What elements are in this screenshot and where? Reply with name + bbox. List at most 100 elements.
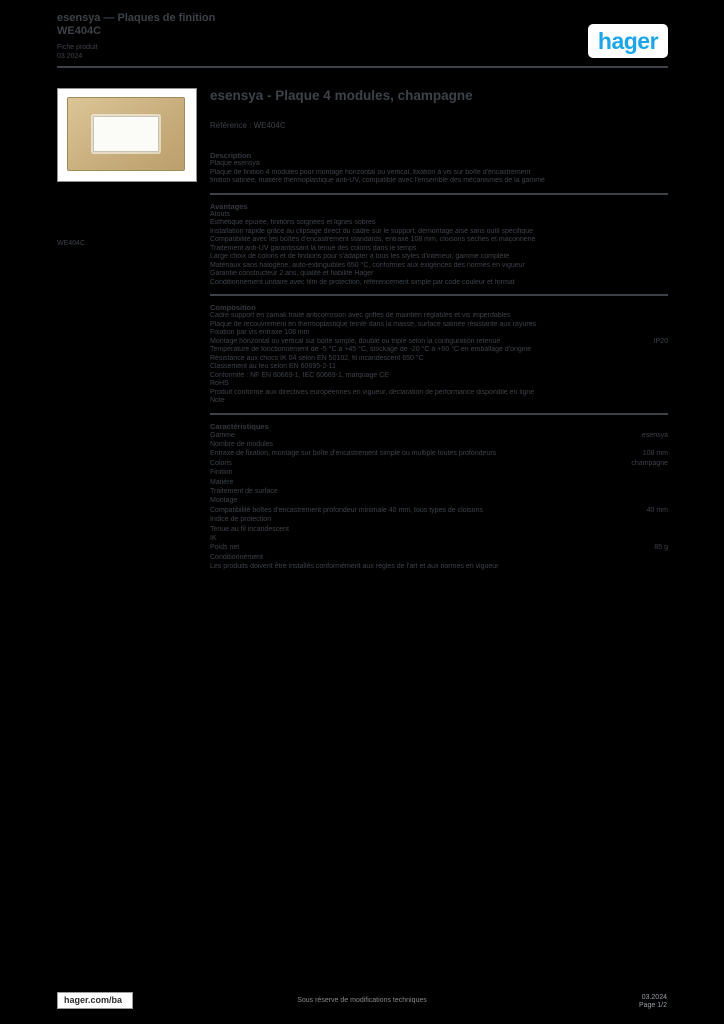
section-heading: Caractéristiques [210, 421, 269, 431]
spec-row: Produit conforme aux directives européen… [210, 389, 668, 398]
spec-text: Les produits doivent être installés conf… [210, 563, 499, 571]
spec-text: Classement au feu selon EN 60695-2-11 [210, 363, 336, 370]
spec-row: Classement au feu selon EN 60695-2-11 [210, 363, 668, 372]
section-divider [210, 294, 668, 296]
spec-row: Fixation par vis entraxe 108 mm [210, 329, 668, 338]
header-doc-type: Fiche produit [57, 44, 98, 51]
footer-notice: Sous réserve de modifications techniques [297, 997, 427, 1004]
header-doc-date: 03.2024 [57, 53, 83, 60]
spec-text: Résistance aux chocs IK 04 selon EN 5010… [210, 354, 424, 362]
spec-row: Installation rapide grâce au clipsage di… [210, 228, 668, 237]
spec-text: Température de fonctionnement de -5 °C à… [210, 346, 532, 353]
spec-row: Matériaux sans halogène, auto-extinguibl… [210, 262, 668, 271]
footer-page-number: Page 1/2 [638, 1002, 667, 1009]
header-reference: WE404C [57, 25, 102, 37]
spec-row: Entraxe de fixation, montage sur boîte d… [210, 449, 668, 458]
spec-text: Poids net [210, 544, 240, 552]
section-divider [210, 192, 668, 195]
spec-text: finition satinée, matière thermoplastiqu… [210, 177, 545, 184]
spec-row: Plaque de finition 4 modules pour montag… [210, 169, 668, 178]
section-divider [210, 412, 668, 415]
spec-row: Montage [210, 496, 668, 505]
spec-text: Conformité : NF EN 60669-1, IEC 60669-1,… [210, 371, 389, 379]
section-heading: Description [210, 151, 252, 160]
spec-text: Conditionnement [210, 553, 263, 561]
footer-website-link[interactable]: hager.com/ba [57, 992, 134, 1009]
spec-value: 108 mm [642, 450, 668, 458]
spec-row: Traitement anti-UV garantissant la tenue… [210, 245, 668, 254]
spec-row: Les produits doivent être installés conf… [210, 562, 668, 571]
spec-text: Large choix de coloris et de finitions p… [210, 253, 510, 260]
section-heading: Avantages [210, 201, 248, 211]
spec-row: Traitement de surface [210, 487, 668, 496]
footer-date: 03.2024 [641, 994, 667, 1001]
spec-row: Conditionnement unitaire avec film de pr… [210, 279, 668, 288]
hager-logo: hager [588, 24, 668, 58]
spec-text: Conditionnement unitaire avec film de pr… [210, 278, 515, 286]
spec-value: champagne [631, 459, 668, 467]
spec-text: Matériaux sans halogène, auto-extinguibl… [210, 261, 525, 269]
spec-row: Garantie constructeur 2 ans, qualité et … [210, 270, 668, 279]
spec-row: Résistance aux chocs IK 04 selon EN 5010… [210, 355, 668, 364]
footer-meta: 03.2024 Page 1/2 [639, 994, 667, 1010]
spec-row: Conditionnement [210, 553, 668, 562]
header-product-family: esensya — Plaques de finition [57, 12, 216, 24]
spec-row: Plaque de recouvrement en thermoplastiqu… [210, 321, 668, 330]
spec-text: Compatibilité avec les boîtes d'encastre… [210, 236, 536, 243]
spec-text: Plaque esensya [210, 160, 260, 167]
spec-text: Installation rapide grâce au clipsage di… [210, 227, 533, 235]
spec-text: Indice de protection [210, 516, 272, 524]
spec-row: Finition [210, 468, 668, 477]
spec-row: Gamme esensya [210, 431, 668, 440]
product-caption: WE404C [57, 240, 86, 247]
spec-row: Indice de protection [210, 515, 668, 524]
page-title: esensya - Plaque 4 modules, champagne [210, 88, 473, 103]
spec-row: Plaque esensya [210, 160, 668, 169]
header: esensya — Plaques de finition WE404C Fic… [57, 12, 215, 61]
spec-text: Matière [210, 478, 234, 486]
spec-text: Entraxe de fixation, montage sur boîte d… [210, 450, 497, 458]
spec-row: RoHS [210, 380, 668, 389]
spec-text: Plaque de finition 4 modules pour montag… [210, 168, 531, 176]
page-subtitle: Référence : WE404C [210, 121, 286, 130]
spec-row: Large choix de coloris et de finitions p… [210, 253, 668, 262]
spec-text: Compatibilité boîtes d'encastrement prof… [210, 506, 483, 514]
spec-text: Tenue au fil incandescent [210, 525, 289, 533]
spec-text: Gamme [210, 431, 235, 439]
spec-row: Atouts [210, 211, 668, 220]
product-image [57, 88, 197, 182]
spec-row: finition satinée, matière thermoplastiqu… [210, 177, 668, 186]
spec-text: Cadre support en zamak traité anticorros… [210, 312, 511, 319]
spec-row: Compatibilité boîtes d'encastrement prof… [210, 506, 668, 515]
spec-text: Produit conforme aux directives européen… [210, 388, 535, 396]
spec-value: esensya [641, 431, 668, 439]
spec-text: Fixation par vis entraxe 108 mm [210, 329, 310, 336]
spec-row: Matière [210, 478, 668, 487]
spec-text: IK [210, 534, 217, 542]
spec-text: Nombre de modules [210, 440, 274, 448]
section-heading: Composition [210, 303, 256, 312]
spec-row: Température de fonctionnement de -5 °C à… [210, 346, 668, 355]
header-rule [57, 66, 668, 68]
spec-row: Note [210, 397, 668, 406]
spec-text: Esthétique épurée, finitions soignées et… [210, 219, 376, 226]
spec-row: Coloris champagne [210, 459, 668, 468]
spec-row: IK [210, 534, 668, 543]
spec-text: Coloris [210, 459, 232, 467]
spec-row: Montage horizontal ou vertical sur boîte… [210, 338, 668, 347]
spec-text: Montage [210, 497, 238, 505]
spec-row: Nombre de modules [210, 440, 668, 449]
spec-text: Finition [210, 469, 233, 477]
spec-row: Tenue au fil incandescent [210, 525, 668, 534]
hager-logo-text: hager [597, 27, 659, 54]
spec-value: 40 mm [646, 506, 668, 514]
spec-row: Cadre support en zamak traité anticorros… [210, 312, 668, 321]
spec-row: Esthétique épurée, finitions soignées et… [210, 219, 668, 228]
plate-opening [93, 116, 159, 152]
